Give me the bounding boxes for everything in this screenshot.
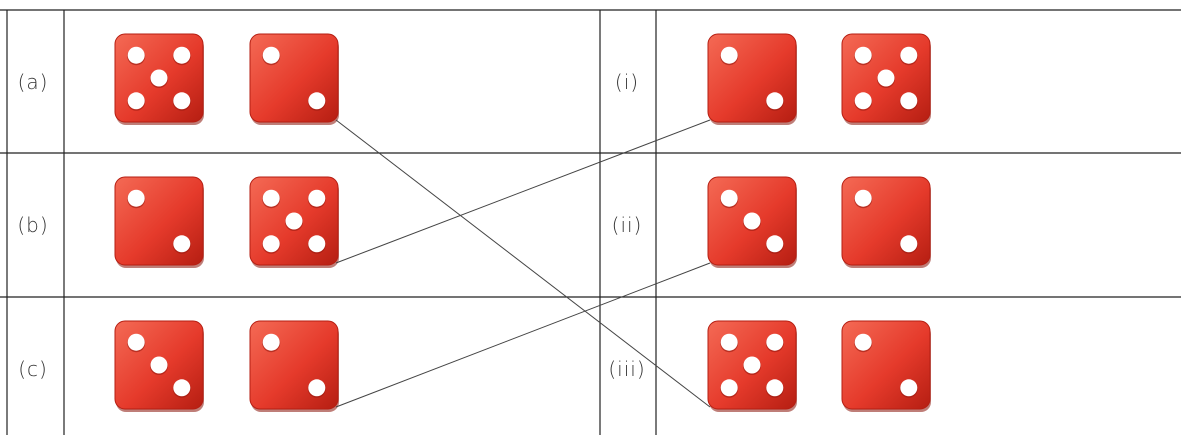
die-pip xyxy=(900,92,918,110)
die-face xyxy=(707,33,797,123)
die-3-right-row-2 xyxy=(707,176,797,268)
die-pip xyxy=(127,333,145,351)
die-pip xyxy=(854,92,872,110)
die-pip xyxy=(766,379,784,397)
die-5-left-row-2 xyxy=(249,176,339,268)
die-pip xyxy=(720,379,738,397)
die-face xyxy=(841,320,931,410)
die-pip xyxy=(720,46,738,64)
die-pip xyxy=(743,356,761,374)
die-pip xyxy=(900,46,918,64)
die-2-left-row-2 xyxy=(114,176,204,268)
left-row-label-b: (b) xyxy=(17,213,49,237)
die-pip xyxy=(173,235,191,253)
left-row-label-a: (a) xyxy=(17,70,49,94)
dice-layer xyxy=(114,33,931,412)
die-pip xyxy=(308,92,326,110)
die-5-right-row-1 xyxy=(841,33,931,125)
right-row-label-iii: (iii) xyxy=(608,357,646,381)
die-2-right-row-3 xyxy=(841,320,931,412)
die-pip xyxy=(854,333,872,351)
die-pip xyxy=(262,46,280,64)
die-pip xyxy=(743,212,761,230)
die-pip xyxy=(766,333,784,351)
match-line xyxy=(335,119,711,408)
die-pip xyxy=(854,189,872,207)
die-pip xyxy=(285,212,303,230)
left-row-label-c: (c) xyxy=(18,357,48,381)
die-2-right-row-1 xyxy=(707,33,797,125)
die-pip xyxy=(308,189,326,207)
die-2-left-row-1 xyxy=(249,33,339,125)
die-pip xyxy=(150,356,168,374)
die-pip xyxy=(766,92,784,110)
die-5-right-row-3 xyxy=(707,320,797,412)
right-row-label-ii: (ii) xyxy=(611,213,643,237)
table-grid xyxy=(0,9,1181,435)
die-face xyxy=(249,33,339,123)
die-pip xyxy=(173,46,191,64)
die-pip xyxy=(173,379,191,397)
match-line xyxy=(335,119,711,264)
die-face xyxy=(249,320,339,410)
die-2-left-row-3 xyxy=(249,320,339,412)
die-pip xyxy=(720,333,738,351)
die-face xyxy=(114,176,204,266)
die-pip xyxy=(900,379,918,397)
die-pip xyxy=(127,46,145,64)
die-pip xyxy=(173,92,191,110)
die-pip xyxy=(308,235,326,253)
connector-lines xyxy=(335,119,711,408)
die-pip xyxy=(766,235,784,253)
die-pip xyxy=(308,379,326,397)
die-face xyxy=(841,176,931,266)
die-5-left-row-1 xyxy=(114,33,204,125)
die-pip xyxy=(720,189,738,207)
match-line xyxy=(335,262,711,408)
die-pip xyxy=(127,189,145,207)
die-2-right-row-2 xyxy=(841,176,931,268)
die-pip xyxy=(150,69,168,87)
die-pip xyxy=(877,69,895,87)
die-pip xyxy=(262,235,280,253)
die-pip xyxy=(127,92,145,110)
die-3-left-row-3 xyxy=(114,320,204,412)
die-pip xyxy=(854,46,872,64)
die-pip xyxy=(900,235,918,253)
die-pip xyxy=(262,189,280,207)
right-row-label-i: (i) xyxy=(614,70,640,94)
die-pip xyxy=(262,333,280,351)
